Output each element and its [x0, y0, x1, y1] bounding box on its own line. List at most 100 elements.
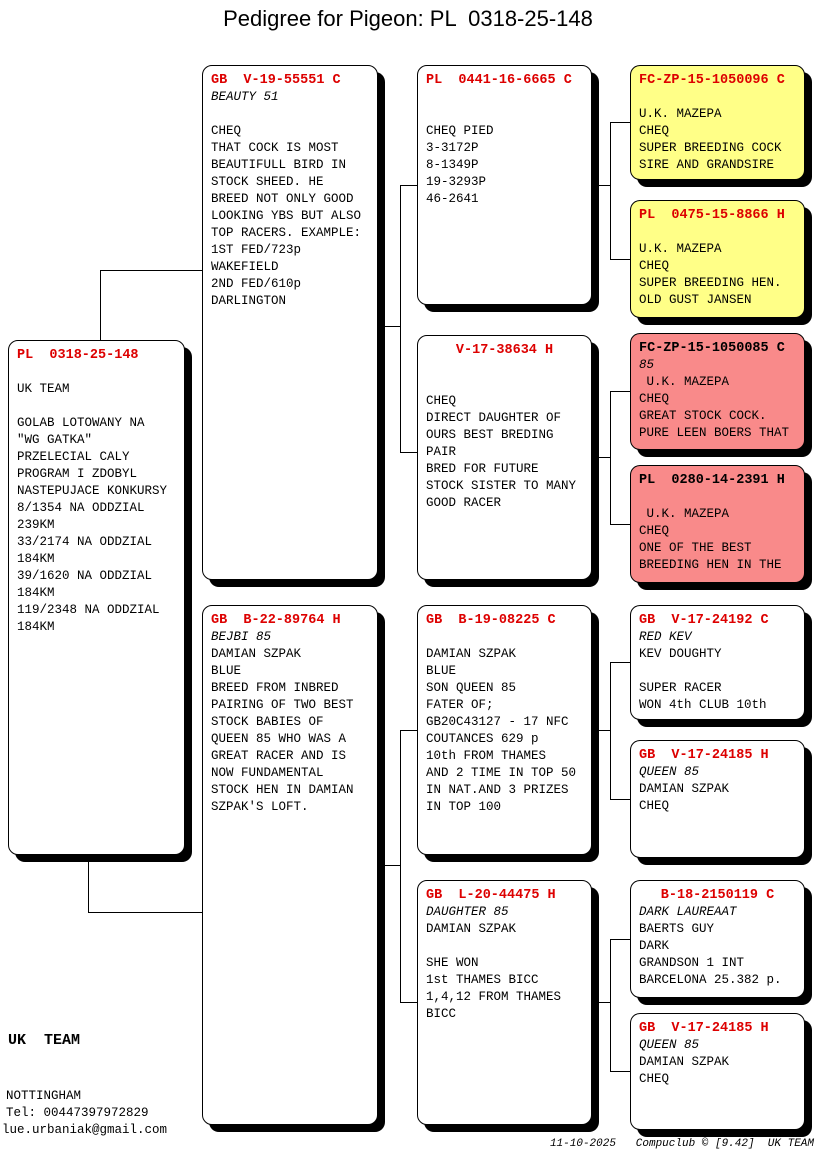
connector-line: [610, 391, 630, 392]
connector-line: [610, 1071, 630, 1072]
box-line: 46-2641: [426, 192, 479, 206]
box-line: DIRECT DAUGHTER OF: [426, 411, 562, 425]
connector-line: [100, 270, 202, 271]
connector-line: [592, 185, 610, 186]
box-line: BLUE: [426, 664, 457, 678]
connector-line: [610, 259, 630, 260]
ring-number: GB V-19-55551 C: [211, 73, 341, 88]
box-line: NASTEPUJACE KONKURSY: [17, 484, 168, 498]
box-line: GRANDSON 1 INT: [639, 956, 745, 970]
box-line: CHEQ: [426, 394, 457, 408]
box-line: CHEQ: [639, 1072, 670, 1086]
box-line: PAIR: [426, 445, 457, 459]
box-line: U.K. MAZEPA: [639, 242, 722, 256]
ring-number: PL 0280-14-2391 H: [639, 473, 785, 488]
box-line: GREAT STOCK COCK.: [639, 409, 767, 423]
owner-phone: Tel: 00447397972829: [6, 1106, 149, 1120]
box-line: DARLINGTON: [211, 294, 287, 308]
box-line: UK TEAM: [17, 382, 70, 396]
box-line: NOW FUNDAMENTAL: [211, 766, 324, 780]
box-line: "WG GATKA": [17, 433, 93, 447]
box-line: OURS BEST BREDING: [426, 428, 554, 442]
box-line: 8/1354 NA ODDZIAL: [17, 501, 145, 515]
box-line: STOCK SISTER TO MANY: [426, 479, 577, 493]
box-line: [426, 359, 583, 376]
owner-email: lue.urbaniak@gmail.com: [2, 1123, 168, 1137]
ring-number: GB V-17-24185 H: [639, 1021, 769, 1036]
connector-line: [378, 865, 400, 866]
box-line: ONE OF THE BEST: [639, 541, 752, 555]
connector-line: [400, 1002, 417, 1003]
connector-line: [88, 912, 202, 913]
box-line: [426, 106, 583, 123]
box-line: SHE WON: [426, 956, 479, 970]
box-line: U.K. MAZEPA: [639, 107, 722, 121]
ring-number: GB B-22-89764 H: [211, 613, 341, 628]
box-line: [639, 224, 796, 241]
box-line: CHEQ: [639, 799, 670, 813]
box-line: BRED FOR FUTURE: [426, 462, 539, 476]
box-line: BREED NOT ONLY GOOD: [211, 192, 354, 206]
box-line: THAT COCK IS MOST: [211, 141, 339, 155]
box-text: QUEEN 85 DAMIAN SZPAK CHEQ: [639, 764, 796, 815]
connector-line: [400, 185, 401, 452]
box-line: GREAT RACER AND IS: [211, 749, 347, 763]
box-line: CHEQ: [639, 392, 670, 406]
connector-line: [400, 452, 417, 453]
box-line: 239KM: [17, 518, 55, 532]
box-line: GOLAB LOTOWANY NA: [17, 416, 145, 430]
connector-line: [610, 122, 630, 123]
box-line: STOCK SHEED. HE: [211, 175, 324, 189]
box-line: [426, 629, 583, 646]
box-line: DAMIAN SZPAK: [639, 782, 730, 796]
box-line: AND 2 TIME IN TOP 50: [426, 766, 577, 780]
box-line: KEV DOUGHTY: [639, 647, 722, 661]
box-line: COUTANCES 629 p: [426, 732, 539, 746]
box-line: U.K. MAZEPA: [639, 375, 730, 389]
box-line: GB20C43127 - 17 NFC: [426, 715, 569, 729]
box-line: [17, 398, 176, 415]
box-line: 1ST FED/723p: [211, 243, 302, 257]
box-line: DARK LAUREAAT: [639, 905, 737, 919]
box-line: CHEQ: [639, 124, 670, 138]
ring-number: PL 0475-15-8866 H: [639, 208, 785, 223]
box-line: DAMIAN SZPAK: [426, 647, 517, 661]
box-line: [426, 89, 583, 106]
ring-number: PL 0318-25-148: [17, 348, 139, 363]
box-subject: PL 0318-25-148 UK TEAM GOLAB LOTOWANY NA…: [8, 340, 185, 855]
box-line: 184KM: [17, 586, 55, 600]
connector-line: [610, 524, 630, 525]
ring-number: FC-ZP-15-1050085 C: [639, 341, 785, 356]
ring-number: GB L-20-44475 H: [426, 888, 556, 903]
box-line: STOCK BABIES OF: [211, 715, 324, 729]
connector-line: [610, 662, 611, 799]
box-line: QUEEN 85: [639, 765, 700, 779]
box-line: 8-1349P: [426, 158, 479, 172]
box-line: 184KM: [17, 552, 55, 566]
ring-number: V-17-38634 H: [455, 343, 554, 358]
box-line: LOOKING YBS BUT ALSO: [211, 209, 362, 223]
box-line: OLD GUST JANSEN: [639, 293, 752, 307]
owner-name: UK TEAM: [8, 1032, 81, 1049]
box-line: SON QUEEN 85: [426, 681, 517, 695]
box-line: BEAUTIFULL BIRD IN: [211, 158, 347, 172]
box-text: CHEQ DIRECT DAUGHTER OF OURS BEST BREDING P…: [426, 359, 583, 512]
box-line: 19-3293P: [426, 175, 487, 189]
box-line: 184KM: [17, 620, 55, 634]
connector-line: [592, 1002, 610, 1003]
box-line: PRZELECIAL CALY: [17, 450, 130, 464]
box-line: BEJBI 85: [211, 630, 272, 644]
box-line: WON 4th CLUB 10th: [639, 698, 767, 712]
